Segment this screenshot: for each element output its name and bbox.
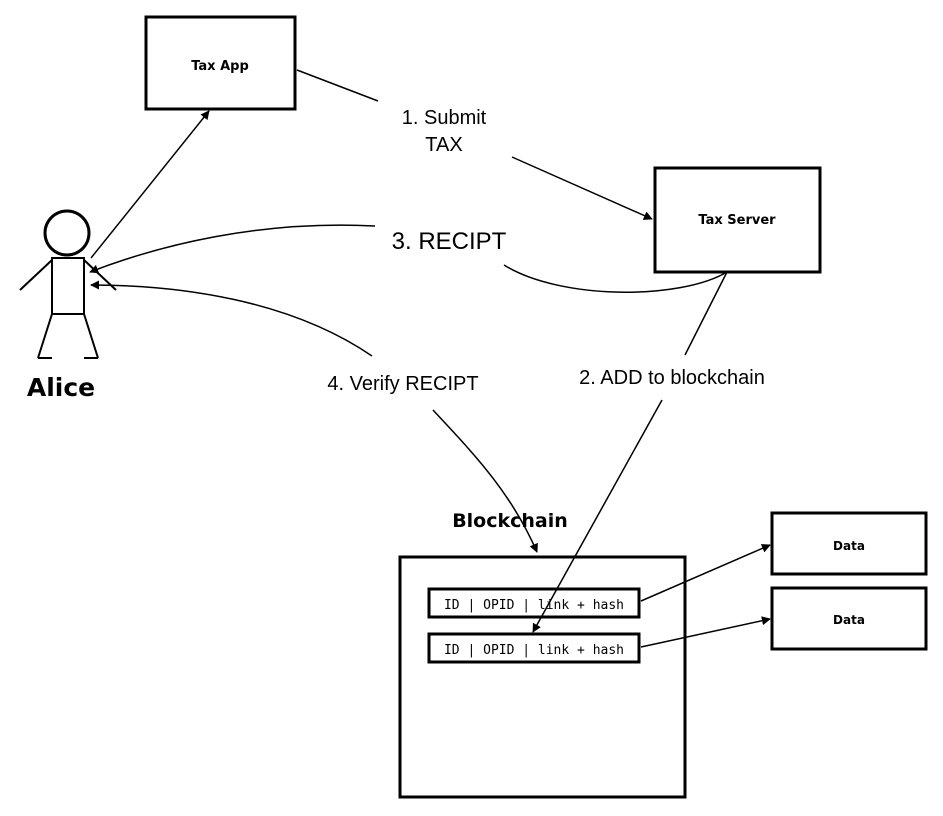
actor-right-leg-icon	[83, 313, 99, 359]
arrow-add-blockchain-end	[532, 399, 663, 633]
arrow-submit-tax-end	[511, 156, 653, 220]
block-row	[427, 632, 641, 664]
tax-server-label: Tax Server	[698, 213, 776, 228]
arrow-block-to-data	[640, 544, 771, 602]
actor-body-icon	[51, 257, 85, 315]
data-store-label: Data	[833, 539, 865, 553]
data-store-node: Data	[770, 511, 928, 576]
arrow-verify-to-alice	[90, 280, 373, 357]
arrow-add-blockchain-start	[684, 271, 728, 356]
arrow-block-to-data	[640, 616, 771, 648]
arrow-alice-to-tax-app	[90, 110, 210, 259]
actor-alice: Alice	[19, 209, 117, 402]
arrow-recipt-to-alice	[89, 224, 376, 274]
data-store-node: Data	[770, 586, 928, 651]
step-add-label: 2. ADD to blockchain	[579, 367, 765, 389]
data-store-box	[770, 511, 928, 576]
data-store-box	[770, 586, 928, 651]
tax-app-box	[144, 15, 297, 111]
actor-left-leg-icon	[37, 313, 53, 359]
tax-app-node: Tax App	[144, 15, 297, 111]
tax-server-box	[653, 166, 822, 274]
arrow-submit-tax-start	[296, 69, 379, 102]
block-row-label: ID | OPID | link + hash	[444, 643, 624, 658]
actor-head-icon	[43, 209, 91, 257]
arrow-recipt-tail	[503, 264, 728, 293]
step-submit-label-line2: TAX	[425, 134, 462, 156]
step-verify-label: 4. Verify RECIPT	[327, 373, 478, 395]
blockchain-node: Blockchain ID | OPID | link + hash ID | …	[398, 510, 687, 799]
data-store-label: Data	[833, 613, 865, 627]
block-row	[427, 587, 641, 619]
step-recipt-label: 3. RECIPT	[392, 228, 507, 255]
actor-left-arm-icon	[19, 259, 53, 291]
block-row-label: ID | OPID | link + hash	[444, 598, 624, 613]
tax-server-node: Tax Server	[653, 166, 822, 274]
step-submit-label-line1: 1. Submit	[402, 107, 487, 129]
arrow-verify-to-blockchain	[432, 409, 538, 553]
tax-app-label: Tax App	[191, 59, 249, 74]
actor-name: Alice	[27, 373, 95, 402]
blockchain-title: Blockchain	[452, 510, 568, 532]
